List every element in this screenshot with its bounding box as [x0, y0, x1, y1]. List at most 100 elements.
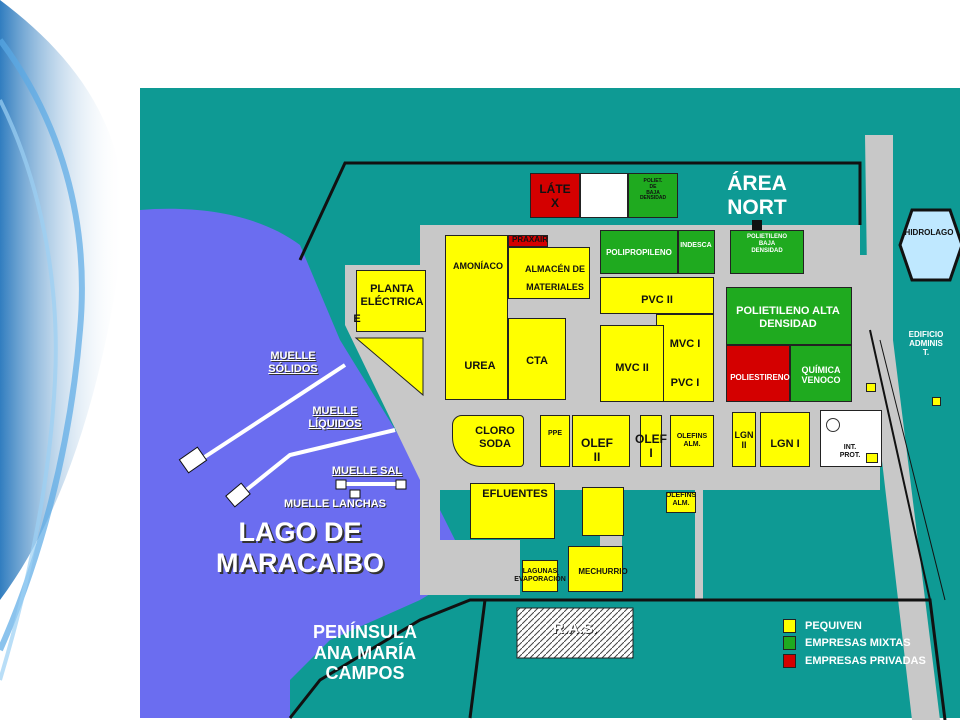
praxair-label: PRAXAIR	[511, 235, 548, 244]
olefins-alm-2-label: OLEFINS ALM.	[665, 492, 697, 508]
edificio-marker-2	[932, 397, 941, 406]
cloro-soda-block	[452, 415, 524, 467]
muelle-liquidos-label: MUELLE LÍQUIDOS	[308, 405, 362, 430]
olefins-alm-1-label: OLEFINS ALM.	[676, 433, 708, 449]
urea-label: UREA	[464, 360, 496, 372]
lake-area	[140, 208, 470, 719]
int-prot-label: INT. PROT.	[839, 444, 861, 460]
area-norte-marker	[752, 220, 762, 230]
indesca-label: INDESCA	[680, 242, 712, 249]
legend: PEQUIVEN EMPRESAS MIXTAS EMPRESAS PRIVADAS	[783, 618, 958, 670]
quimica-venoco-block	[790, 345, 852, 402]
area-norte-boundary	[298, 161, 862, 261]
hidrolago-tank	[898, 208, 960, 282]
olef-i-label: OLEF I	[635, 432, 667, 460]
polipropileno-label: POLIPROPILENO	[606, 248, 672, 257]
pier-head-lanchas	[349, 489, 361, 499]
legend-swatch	[783, 619, 796, 633]
peninsula-label: PENÍNSULA ANA MARÍA CAMPOS	[312, 622, 417, 684]
praxair-block	[508, 235, 548, 247]
latex-label: LÁTE X	[539, 182, 571, 210]
pier-head-liquidos	[225, 482, 251, 508]
mechurrio-label: MECHURRIO	[578, 567, 628, 576]
quimica-venoco-label: QUÍMICA VENOCO	[801, 365, 841, 386]
olef-ii-block	[572, 415, 630, 467]
ras-block	[516, 607, 634, 659]
lagunas-label: LAGUNAS EVAPORACIÓN	[514, 568, 566, 584]
mvc-i-label: MVC I	[669, 338, 701, 350]
cta-label: CTA	[526, 355, 548, 367]
yellow-triangle-block	[354, 337, 424, 397]
efluentes-label: EFLUENTES	[482, 488, 548, 500]
hidrolago-label: HIDROLAGO	[904, 228, 954, 237]
poliestireno-block	[726, 345, 790, 402]
center-yellow-block	[582, 487, 624, 536]
lgn-i-block	[760, 412, 810, 467]
olef-ii-label: OLEF II	[581, 436, 613, 464]
polietileno-alta-block	[726, 287, 852, 345]
mechurrio-block	[568, 546, 623, 592]
road-east	[865, 135, 940, 720]
ppe-label: PPE	[547, 430, 562, 437]
legend-label: EMPRESAS MIXTAS	[805, 637, 911, 649]
edificio-marker-1	[866, 383, 876, 392]
lake-label: LAGO DE MARACAIBO	[216, 517, 384, 579]
amoniaco-label: AMONÍACO	[453, 261, 503, 271]
lgn-ii-label: LGN II	[734, 430, 754, 451]
planta-electrica-label: PLANTA ELÉCTRICA	[360, 283, 424, 308]
peninsula-boundary	[288, 598, 947, 720]
olefins-alm-2-block	[666, 492, 696, 513]
pvc-ii-label: PVC II	[641, 294, 673, 306]
indesca-block	[678, 230, 715, 274]
legend-label: EMPRESAS PRIVADAS	[805, 655, 926, 667]
cloro-soda-label: CLORO SODA	[475, 425, 515, 450]
legend-swatch	[783, 636, 796, 650]
legend-label: PEQUIVEN	[805, 620, 862, 632]
int-prot-small	[866, 453, 878, 463]
latex-block	[530, 173, 580, 218]
olefins-alm-1-block	[670, 415, 714, 467]
white-block	[580, 173, 628, 218]
amoniaco-block	[445, 235, 508, 400]
decorative-swirl	[0, 0, 124, 681]
cta-block	[508, 318, 566, 400]
poliestireno-label: POLIESTIRENO	[730, 373, 790, 382]
mvc-ii-block	[600, 325, 664, 402]
efluentes-block	[470, 483, 555, 539]
polietileno-alta-label: POLIETILENO ALTA DENSIDAD	[736, 305, 840, 330]
lagunas-block	[522, 560, 558, 592]
int-prot-circle	[826, 418, 840, 432]
muelle-solidos-label: MUELLE SÓLIDOS	[268, 350, 318, 375]
planta-electrica-block	[356, 270, 426, 332]
mvc-ii-label: MVC II	[615, 362, 649, 374]
legend-item: EMPRESAS MIXTAS	[783, 635, 958, 651]
muelle-sal-label: MUELLE SAL	[331, 465, 403, 477]
ras-label: R.A.S.	[552, 620, 598, 637]
pvc-i-label: PVC I	[670, 377, 700, 389]
legend-swatch	[783, 654, 796, 668]
area-norte-label: ÁREA NORT	[727, 172, 787, 220]
mvc-i-block	[656, 314, 714, 402]
lgn-i-label: LGN I	[770, 438, 800, 450]
pvc-ii-block	[600, 277, 714, 314]
pier-head-sal-2	[395, 479, 407, 490]
legend-item: EMPRESAS PRIVADAS	[783, 653, 958, 669]
lgn-ii-block	[732, 412, 756, 467]
olef-i-block	[640, 415, 662, 467]
piers	[198, 363, 405, 497]
ppe-block	[540, 415, 570, 467]
pier-head-sal	[335, 479, 347, 490]
almacen-block	[508, 247, 590, 299]
edificio-label: EDIFICIO ADMINIS T.	[908, 330, 944, 358]
poliet-baja-top-label: POLIET. DE BAJA DENSIDAD	[639, 178, 667, 202]
polipropileno-block	[600, 230, 678, 274]
poliet-baja-top-block	[628, 173, 678, 218]
planta-electrica-extra-label: E	[353, 313, 361, 325]
almacen-label: ALMACÉN DE MATERIALES	[525, 264, 585, 292]
muelle-lanchas-label: MUELLE LANCHAS	[283, 498, 387, 510]
polietileno-baja-block	[730, 230, 804, 274]
pier-head-solidos	[178, 446, 208, 474]
legend-item: PEQUIVEN	[783, 618, 958, 634]
polietileno-baja-label: POLIETILENO BAJA DENSIDAD	[746, 234, 787, 254]
